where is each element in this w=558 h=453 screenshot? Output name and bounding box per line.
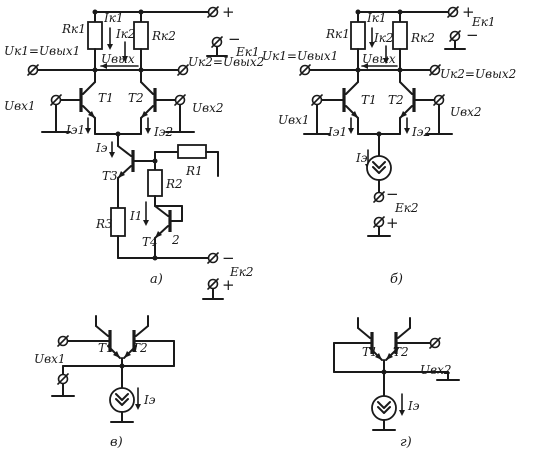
terminal-ek1-plus-a <box>207 6 219 18</box>
scheme-g: T1 T2 Uвх2 Iэ г) <box>333 317 460 450</box>
resistor-rk1-b <box>350 21 366 50</box>
label-plus2-a: + <box>222 276 235 294</box>
label-ik1-a: Iк1 <box>103 11 124 25</box>
label-uvh1-v: Uвх1 <box>34 352 66 366</box>
label-rk1-b: Rк1 <box>325 27 350 41</box>
scheme-a: + − Eк1 Rк1 Rк2 Iк1 Iк2 Uк1=Uвых1 Uвых U… <box>4 3 264 300</box>
label-uvh2-a: Uвх2 <box>192 101 224 115</box>
label-ie1-a: Iэ1 <box>65 123 85 137</box>
label-ie-a: Iэ <box>95 141 108 155</box>
label-plus-b: + <box>462 3 475 21</box>
label-r3-a: R3 <box>95 217 113 231</box>
resistor-r2-a <box>147 169 163 197</box>
label-ie2-b: Iэ2 <box>411 125 431 139</box>
scheme-v: T1 T2 Uвх1 Iэ в) <box>34 315 175 450</box>
label-uvh1-b: Uвх1 <box>278 113 310 127</box>
resistor-rk1-a <box>87 21 103 50</box>
label-uk2-a: Uк2=Uвых2 <box>188 55 264 69</box>
label-uvh2-g: Uвх2 <box>420 363 452 377</box>
label-ik2-b: Iк2 <box>373 31 394 45</box>
label-i1-a: I1 <box>129 209 142 223</box>
label-minus2-a: − <box>222 249 235 267</box>
label-t4-a: T4 <box>142 235 158 249</box>
label-ek1-a: Eк1 <box>235 45 260 59</box>
label-t2-g: T2 <box>393 345 409 359</box>
label-t1-v: T1 <box>98 341 114 355</box>
resistor-r3-a <box>110 207 126 237</box>
label-ie-g: Iэ <box>407 399 420 413</box>
label-t1-g: T1 <box>362 345 378 359</box>
label-uvh2-b: Uвх2 <box>450 105 482 119</box>
label-minus-b: − <box>466 26 479 44</box>
label-ie1-b: Iэ1 <box>327 125 347 139</box>
label-t1-a: T1 <box>98 91 114 105</box>
label-minus2-b: − <box>386 185 399 203</box>
label-uk1-a: Uк1=Uвых1 <box>4 44 80 58</box>
label-t2-a: T2 <box>128 91 144 105</box>
label-ik2-a: Iк2 <box>115 27 136 41</box>
caption-g: г) <box>400 435 412 450</box>
label-uvyh-b: Uвых <box>362 52 396 66</box>
label-plus-a: + <box>222 3 235 21</box>
label-ie-b: Iэ <box>355 151 368 165</box>
label-t3-a: T3 <box>102 169 118 183</box>
caption-v: в) <box>110 435 123 450</box>
resistor-r1-a <box>177 144 207 159</box>
label-r1-a: R1 <box>185 164 203 178</box>
label-uvyh-a: Uвых <box>101 52 135 66</box>
label-rk2-b: Rк2 <box>410 31 435 45</box>
label-plus2-b: + <box>386 214 399 232</box>
label-node2-a: 2 <box>171 233 180 247</box>
label-ek2-a: Eк2 <box>229 265 254 279</box>
label-uk1-b: Uк1=Uвых1 <box>262 49 338 63</box>
label-ik1-b: Iк1 <box>366 11 387 25</box>
resistor-rk2-b <box>392 21 408 50</box>
label-rk1-a: Rк1 <box>61 22 86 36</box>
caption-a: а) <box>150 272 163 287</box>
resistor-rk2-a <box>133 21 149 50</box>
label-ie2-a: Iэ2 <box>153 125 173 139</box>
label-r2-a: R2 <box>165 177 183 191</box>
label-t1-b: T1 <box>361 93 377 107</box>
label-ek2-b: Eк2 <box>394 201 419 215</box>
scheme-b: + Eк1 − Rк1 Rк2 Iк1 Iк2 Uк1=Uвых1 Uвых U… <box>262 3 516 287</box>
label-uvh1-a: Uвх1 <box>4 99 36 113</box>
label-t2-b: T2 <box>388 93 404 107</box>
label-uk2-b: Uк2=Uвых2 <box>440 67 516 81</box>
label-t2-v: T2 <box>132 341 148 355</box>
label-rk2-a: Rк2 <box>151 29 176 43</box>
label-ek1-b: Eк1 <box>471 15 496 29</box>
label-minus-a: − <box>228 30 241 48</box>
label-ie-v: Iэ <box>143 393 156 407</box>
caption-b: б) <box>390 272 403 287</box>
